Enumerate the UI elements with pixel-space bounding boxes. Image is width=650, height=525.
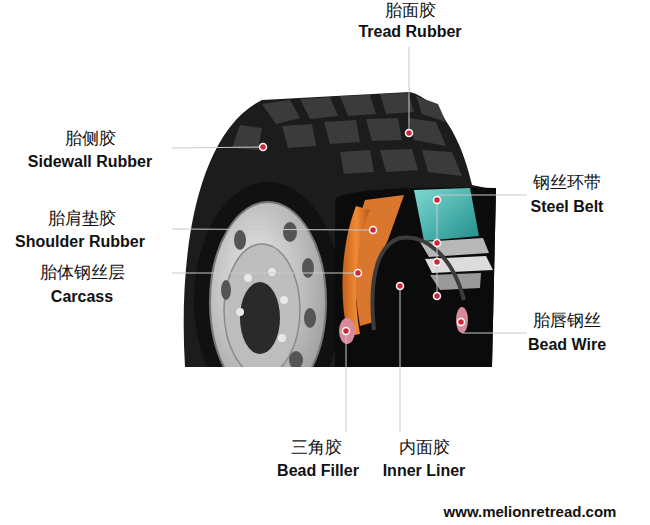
lug-nuts	[236, 268, 288, 342]
part-name-zh: 胎面胶	[385, 0, 436, 20]
marker-dots	[260, 130, 465, 335]
part-name-zh: 钢丝环带	[533, 172, 601, 192]
rim-disc	[224, 244, 300, 367]
hub	[240, 282, 280, 354]
part-name-en: Bead Wire	[528, 335, 606, 354]
part-name-en: Sidewall Rubber	[28, 152, 152, 171]
bead-filler	[339, 318, 355, 344]
part-name-zh: 内面胶	[399, 437, 450, 457]
steel-belt	[425, 256, 493, 273]
carcass	[342, 206, 370, 336]
part-name-zh: 三角胶	[291, 437, 342, 457]
part-name-en: Tread Rubber	[358, 22, 461, 41]
part-name-zh: 胎侧胶	[65, 128, 116, 148]
steel-belt-top	[414, 188, 479, 241]
leader-lines	[172, 47, 527, 432]
rim-holes	[221, 222, 316, 367]
part-name-zh: 胎体钢丝层	[40, 262, 125, 282]
wheel-rim	[210, 202, 326, 367]
part-name-en: Inner Liner	[383, 461, 466, 480]
part-name-zh: 胎唇钢丝	[533, 310, 601, 330]
part-name-zh: 胎肩垫胶	[48, 208, 116, 228]
watermark: www.melionretread.com	[444, 503, 617, 521]
part-name-en: Steel Belt	[531, 197, 604, 216]
sidewall	[194, 182, 342, 367]
cross-section	[335, 188, 496, 368]
part-name-en: Shoulder Rubber	[15, 232, 145, 251]
part-name-en: Bead Filler	[277, 461, 359, 480]
bead-wire	[456, 307, 468, 333]
tread-lugs	[232, 93, 462, 176]
part-name-en: Carcass	[51, 287, 113, 306]
inner-liner	[372, 238, 464, 330]
